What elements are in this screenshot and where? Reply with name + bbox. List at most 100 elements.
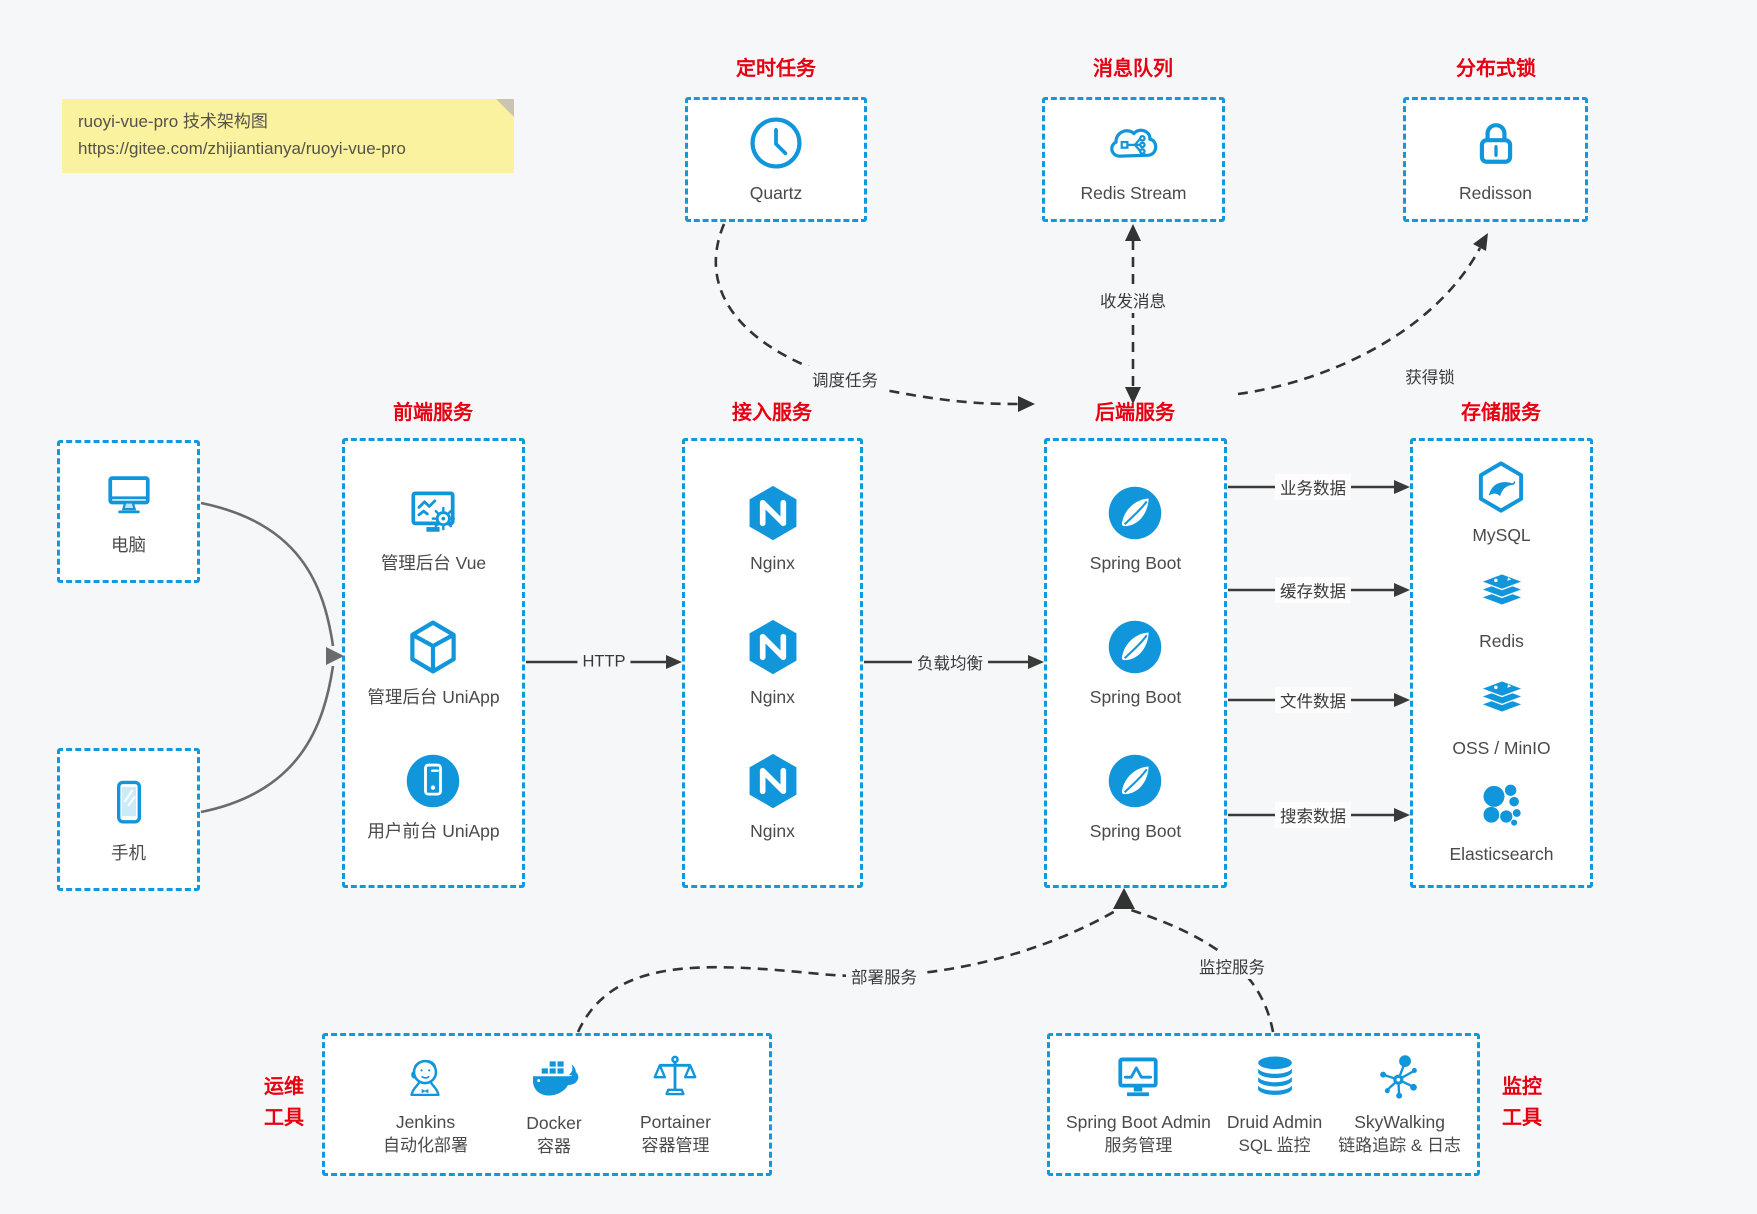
node-label: Redisson xyxy=(1459,183,1532,204)
monitor-label: 监控服务 xyxy=(1194,953,1270,979)
box-backend-services: Spring Boot Spring Boot Spring Boot xyxy=(1044,438,1227,888)
node-label: Elasticsearch xyxy=(1449,844,1554,865)
scales-icon xyxy=(648,1051,702,1105)
node-sublabel: 服务管理 xyxy=(1104,1135,1173,1155)
node-label: Nginx xyxy=(750,552,795,573)
node-admin-vue[interactable]: 管理后台 Vue xyxy=(381,483,486,576)
node-label: Redis Stream xyxy=(1080,183,1187,204)
node-smartphone[interactable]: 手机 xyxy=(99,773,159,866)
nginx-icon xyxy=(743,483,803,543)
business-data-label: 业务数据 xyxy=(1275,474,1351,500)
note-title: ruoyi-vue-pro 技术架构图 xyxy=(78,112,268,131)
box-scheduled-tasks: Quartz xyxy=(685,97,867,222)
network-graph-icon xyxy=(1373,1051,1427,1105)
cloud-stream-icon xyxy=(1103,113,1163,173)
node-admin-uniapp[interactable]: 管理后台 UniApp xyxy=(367,617,500,710)
mobile-app-icon xyxy=(403,751,463,811)
node-nginx-3[interactable]: Nginx xyxy=(743,751,803,844)
desktop-icon xyxy=(99,465,159,525)
node-label: Docker xyxy=(526,1113,582,1134)
spring-boot-icon xyxy=(1105,617,1165,677)
schedule-task-label: 调度任务 xyxy=(807,366,883,392)
node-redis[interactable]: Redis xyxy=(1474,565,1530,654)
node-label: Nginx xyxy=(750,820,795,841)
file-data-label: 文件数据 xyxy=(1275,687,1351,713)
title-ops-tools: 运维 工具 xyxy=(264,1076,304,1129)
node-desktop[interactable]: 电脑 xyxy=(99,465,159,558)
clients-to-frontend-arrow xyxy=(200,501,344,814)
node-elasticsearch[interactable]: Elasticsearch xyxy=(1449,778,1554,867)
lock-icon xyxy=(1466,113,1526,173)
spring-boot-icon xyxy=(1105,751,1165,811)
node-docker[interactable]: Docker 容器 xyxy=(526,1050,582,1159)
node-skywalking[interactable]: SkyWalking 链路追踪 & 日志 xyxy=(1338,1051,1461,1158)
sticky-note: ruoyi-vue-pro 技术架构图 https://gitee.com/zh… xyxy=(62,99,514,173)
node-springboot-admin[interactable]: Spring Boot Admin 服务管理 xyxy=(1066,1051,1211,1158)
node-label: 手机 xyxy=(111,843,146,864)
title-access-services: 接入服务 xyxy=(732,402,812,424)
http-label: HTTP xyxy=(577,651,631,673)
node-label: 用户前台 UniApp xyxy=(367,820,500,841)
node-label: Redis xyxy=(1479,631,1524,652)
jenkins-icon xyxy=(398,1051,452,1105)
nginx-icon xyxy=(743,617,803,677)
node-label: Spring Boot Admin xyxy=(1065,1112,1211,1133)
node-label: Spring Boot xyxy=(1089,820,1182,841)
database-icon xyxy=(1248,1051,1302,1105)
box-frontend-services: 管理后台 Vue 管理后台 UniApp 用户前台 UniApp xyxy=(342,438,525,888)
node-redis-stream[interactable]: Redis Stream xyxy=(1080,113,1187,206)
mysql-icon xyxy=(1473,459,1529,515)
node-portainer[interactable]: Portainer 容器管理 xyxy=(640,1051,711,1158)
node-nginx-2[interactable]: Nginx xyxy=(743,617,803,710)
node-label: 管理后台 UniApp xyxy=(367,686,500,707)
node-label: Nginx xyxy=(750,686,795,707)
node-label: MySQL xyxy=(1472,524,1531,545)
node-druid-admin[interactable]: Druid Admin SQL 监控 xyxy=(1227,1051,1322,1158)
redis-stack-icon xyxy=(1474,565,1530,621)
node-sublabel: 容器 xyxy=(536,1136,571,1156)
node-jenkins[interactable]: Jenkins 自动化部署 xyxy=(383,1051,468,1158)
note-fold-corner-icon xyxy=(496,99,514,117)
title-message-queue: 消息队列 xyxy=(1093,58,1173,80)
node-label: Druid Admin xyxy=(1226,1112,1323,1133)
node-label: OSS / MinIO xyxy=(1452,737,1551,758)
box-access-services: Nginx Nginx Nginx xyxy=(682,438,863,888)
node-nginx-1[interactable]: Nginx xyxy=(743,483,803,576)
box-desktop-client: 电脑 xyxy=(57,440,200,583)
load-balance-label: 负载均衡 xyxy=(912,649,988,675)
node-sublabel: SQL 监控 xyxy=(1238,1135,1311,1155)
node-label: 管理后台 Vue xyxy=(380,552,487,573)
node-springboot-1[interactable]: Spring Boot xyxy=(1090,483,1181,576)
node-label: Spring Boot xyxy=(1089,552,1182,573)
note-url[interactable]: https://gitee.com/zhijiantianya/ruoyi-vu… xyxy=(78,139,406,159)
deploy-label: 部署服务 xyxy=(846,963,922,989)
admin-console-icon xyxy=(403,483,463,543)
node-oss-minio[interactable]: OSS / MinIO xyxy=(1452,672,1551,761)
elasticsearch-icon xyxy=(1473,778,1529,834)
title-distributed-lock: 分布式锁 xyxy=(1456,58,1536,80)
node-label: Portainer xyxy=(639,1112,711,1133)
box-monitor-tools: Spring Boot Admin 服务管理 Druid Admin SQL 监… xyxy=(1047,1033,1480,1176)
clock-icon xyxy=(746,113,806,173)
messages-label: 收发消息 xyxy=(1095,287,1171,313)
node-sublabel: 链路追踪 & 日志 xyxy=(1338,1135,1461,1155)
cube-icon xyxy=(403,617,463,677)
node-mysql[interactable]: MySQL xyxy=(1472,459,1531,548)
node-springboot-2[interactable]: Spring Boot xyxy=(1090,617,1181,710)
acquire-lock-label: 获得锁 xyxy=(1400,363,1460,389)
node-redisson[interactable]: Redisson xyxy=(1459,113,1532,206)
node-label: Jenkins xyxy=(395,1112,456,1133)
title-monitor-tools: 监控 工具 xyxy=(1502,1076,1542,1129)
title-storage-services: 存储服务 xyxy=(1461,402,1541,424)
cache-data-label: 缓存数据 xyxy=(1275,577,1351,603)
box-storage-services: MySQL Redis xyxy=(1410,438,1593,888)
node-quartz[interactable]: Quartz xyxy=(746,113,806,206)
docker-icon xyxy=(526,1050,582,1106)
node-user-uniapp[interactable]: 用户前台 UniApp xyxy=(367,751,500,844)
node-sublabel: 自动化部署 xyxy=(382,1135,468,1155)
node-springboot-3[interactable]: Spring Boot xyxy=(1090,751,1181,844)
node-label: 电脑 xyxy=(111,535,146,556)
title-backend-services: 后端服务 xyxy=(1095,402,1175,424)
nginx-icon xyxy=(743,751,803,811)
